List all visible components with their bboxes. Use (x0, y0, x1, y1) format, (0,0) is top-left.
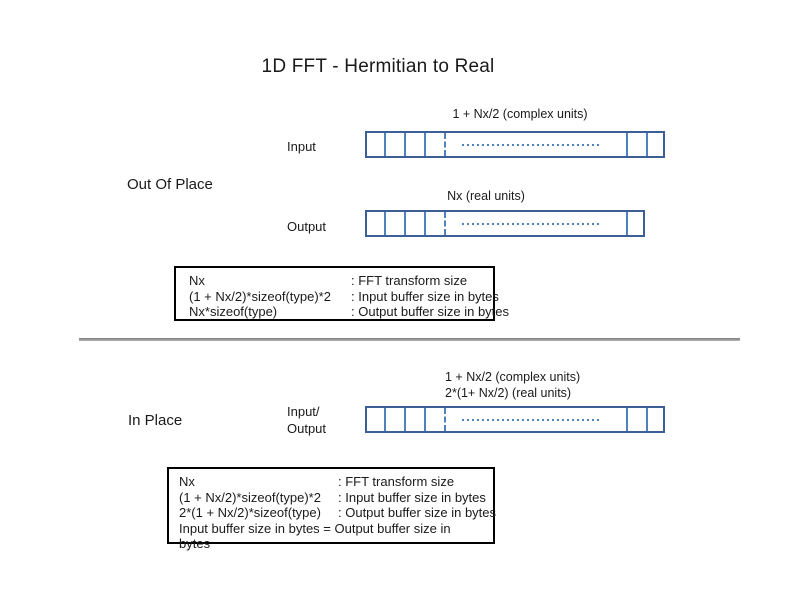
buffer-cell-divider (424, 408, 426, 431)
section-label-in-place: In Place (128, 412, 183, 429)
output-size-label: Nx (real units) (447, 189, 525, 203)
out-of-place-legend-box: Nx : FFT transform size (1 + Nx/2)*sizeo… (174, 266, 509, 321)
section-divider-line (79, 338, 740, 341)
io-row-label-line1: Input/ (287, 404, 320, 419)
legend-description: : Input buffer size in bytes (338, 489, 486, 505)
buffer-cell-divider (404, 133, 406, 156)
io-row-label: Input/ Output (287, 403, 326, 437)
legend-description: : Output buffer size in bytes (351, 304, 510, 319)
legend-expression: Nx (189, 273, 205, 288)
legend-expression: 2*(1 + Nx/2)*sizeof(type) (179, 505, 321, 520)
input-buffer-diagram (365, 131, 665, 158)
legend-row: (1 + Nx/2)*sizeof(type)*2 : Input buffer… (189, 288, 499, 305)
buffer-dashed-divider (444, 133, 446, 156)
buffer-ellipsis-dots (462, 418, 600, 421)
output-row-label: Output (287, 219, 327, 234)
buffer-cell-divider (626, 212, 628, 235)
section-label-out-of-place: Out Of Place (127, 176, 213, 193)
legend-row: Nx*sizeof(type) : Output buffer size in … (189, 304, 509, 320)
legend-footer: Input buffer size in bytes = Output buff… (179, 520, 451, 552)
buffer-cell-divider (626, 408, 628, 431)
page-title: 1D FFT - Hermitian to Real (261, 56, 495, 77)
buffer-cell-divider (404, 212, 406, 235)
legend-expression: Nx (179, 474, 195, 489)
buffer-cell-divider (626, 133, 628, 156)
in-place-legend-box: Nx : FFT transform size (1 + Nx/2)*sizeo… (167, 467, 496, 551)
input-row-label: Input (287, 139, 316, 154)
output-buffer-diagram (365, 210, 645, 237)
legend-description: : Input buffer size in bytes (351, 288, 499, 304)
buffer-cell-divider (404, 408, 406, 431)
legend-description: : Output buffer size in bytes (338, 505, 497, 520)
legend-expression: (1 + Nx/2)*sizeof(type)*2 (179, 489, 321, 505)
legend-row: (1 + Nx/2)*sizeof(type)*2 : Input buffer… (179, 489, 486, 506)
buffer-cell-divider (384, 408, 386, 431)
buffer-ellipsis-dots (462, 143, 600, 146)
io-size-label-line1: 1 + Nx/2 (complex units) (445, 370, 581, 384)
buffer-cell-divider (424, 212, 426, 235)
buffer-dashed-divider (444, 408, 446, 431)
inplace-buffer-diagram (365, 406, 665, 433)
buffer-ellipsis-dots (462, 222, 600, 225)
legend-expression: Nx*sizeof(type) (189, 304, 278, 319)
legend-row: Nx : FFT transform size (179, 474, 485, 490)
io-row-label-line2: Output (287, 421, 327, 436)
buffer-cell-divider (646, 408, 648, 431)
legend-description: : FFT transform size (351, 273, 468, 288)
buffer-cell-divider (384, 133, 386, 156)
legend-row: Nx : FFT transform size (189, 273, 485, 289)
buffer-cell-divider (646, 133, 648, 156)
buffer-cell-divider (424, 133, 426, 156)
io-size-label-line2: 2*(1+ Nx/2) (real units) (445, 386, 572, 400)
buffer-cell-divider (384, 212, 386, 235)
legend-expression: (1 + Nx/2)*sizeof(type)*2 (189, 288, 331, 304)
io-size-label: 1 + Nx/2 (complex units) 2*(1+ Nx/2) (re… (445, 369, 580, 401)
legend-description: : FFT transform size (338, 474, 455, 489)
input-size-label: 1 + Nx/2 (complex units) (452, 107, 588, 121)
buffer-dashed-divider (444, 212, 446, 235)
legend-row: 2*(1 + Nx/2)*sizeof(type) : Output buffe… (179, 505, 496, 521)
